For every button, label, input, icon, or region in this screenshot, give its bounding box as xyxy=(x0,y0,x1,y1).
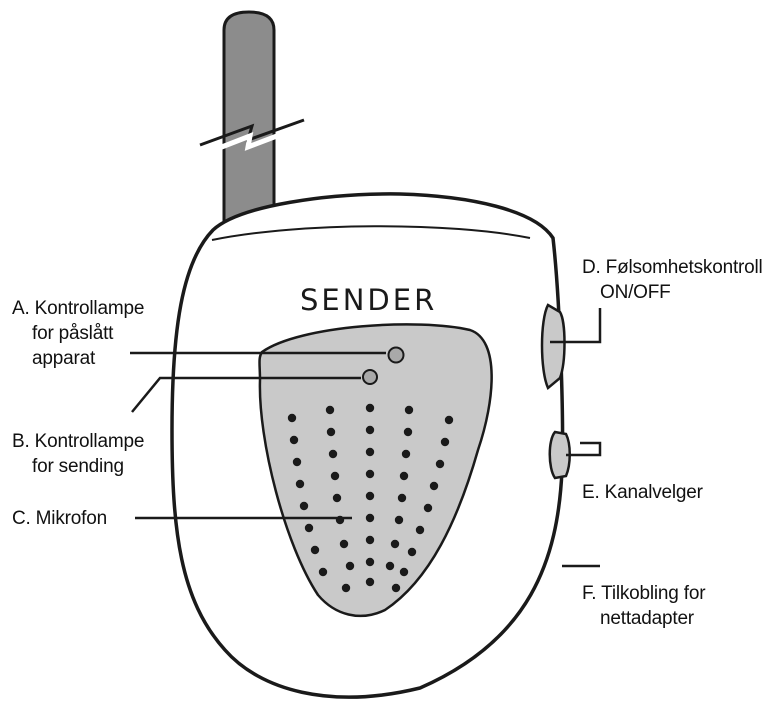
label-b-line1: B. Kontrollampe xyxy=(12,431,145,452)
mic-hole xyxy=(299,501,309,511)
label-d-line1: D. Følsomhetskontroll, xyxy=(582,257,762,278)
mic-hole xyxy=(407,547,417,557)
mic-hole xyxy=(435,459,445,469)
power-lamp xyxy=(387,346,405,364)
mic-hole xyxy=(365,513,375,523)
mic-hole xyxy=(318,567,328,577)
mic-hole xyxy=(403,427,413,437)
leader-line-b xyxy=(131,376,361,413)
mic-hole xyxy=(365,425,375,435)
mic-hole xyxy=(287,413,297,423)
leader-line-e xyxy=(566,441,602,457)
label-a-line3: apparat xyxy=(32,348,96,369)
mic-hole xyxy=(304,523,314,533)
label-f-line1: F. Tilkobling for xyxy=(582,583,706,604)
mic-hole xyxy=(440,437,450,447)
transmit-lamp xyxy=(362,369,378,385)
mic-hole xyxy=(365,577,375,587)
mic-hole xyxy=(328,449,338,459)
leader-line-d xyxy=(550,308,602,344)
antenna xyxy=(199,10,305,228)
label-b-line2: for sending xyxy=(32,456,124,477)
mic-hole xyxy=(345,561,355,571)
mic-hole xyxy=(365,535,375,545)
mic-hole xyxy=(365,469,375,479)
channel-selector[interactable] xyxy=(548,430,571,480)
mic-hole xyxy=(326,427,336,437)
mic-hole xyxy=(444,415,454,425)
mic-hole xyxy=(365,491,375,501)
mic-hole xyxy=(404,405,414,415)
mic-hole xyxy=(292,457,302,467)
microphone-holes xyxy=(287,403,454,593)
mic-hole xyxy=(341,583,351,593)
label-f-line2: nettadapter xyxy=(600,608,694,629)
mic-hole xyxy=(330,471,340,481)
mic-hole xyxy=(415,525,425,535)
mic-hole xyxy=(365,557,375,567)
mic-hole xyxy=(429,481,439,491)
mic-hole xyxy=(401,449,411,459)
mic-hole xyxy=(339,539,349,549)
mic-hole xyxy=(310,545,320,555)
antenna-break-mark xyxy=(199,118,305,147)
mic-hole xyxy=(332,493,342,503)
device-brand-label: SENDER xyxy=(300,283,438,317)
mic-hole xyxy=(365,403,375,413)
mic-hole xyxy=(390,539,400,549)
label-e-line1: E. Kanalvelger xyxy=(582,482,703,503)
mic-hole xyxy=(394,515,404,525)
label-d-line2: ON/OFF xyxy=(600,282,671,303)
mic-hole xyxy=(397,493,407,503)
body-seam-line xyxy=(211,225,531,241)
label-a-line2: for påslått xyxy=(32,323,114,344)
label-a-line1: A. Kontrollampe xyxy=(12,298,145,319)
mic-hole xyxy=(423,503,433,513)
label-c-line1: C. Mikrofon xyxy=(12,508,107,529)
microphone-panel xyxy=(258,323,493,618)
mic-hole xyxy=(289,435,299,445)
sensitivity-knob[interactable] xyxy=(540,303,566,391)
mic-hole xyxy=(325,405,335,415)
mic-hole xyxy=(365,447,375,457)
mic-hole xyxy=(295,479,305,489)
mic-hole xyxy=(399,567,409,577)
mic-hole xyxy=(391,583,401,593)
mic-hole xyxy=(385,561,395,571)
mic-hole xyxy=(399,471,409,481)
